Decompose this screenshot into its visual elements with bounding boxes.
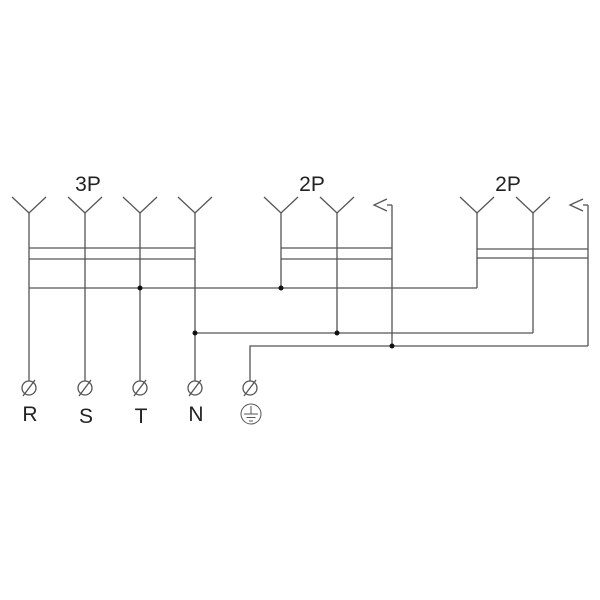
junction-dot [334, 330, 340, 336]
terminal-label-r: R [22, 403, 37, 426]
terminal-label-n: N [188, 403, 203, 426]
breaker-label-3p: 3P [75, 173, 101, 196]
junction-dots [137, 285, 395, 349]
junction-dot [137, 285, 143, 291]
terminal-icon [132, 379, 148, 397]
terminal-icon [187, 379, 203, 397]
terminal-icon [242, 379, 258, 397]
junction-dot [278, 285, 284, 291]
terminals [21, 379, 258, 397]
socket-icon [11, 196, 47, 214]
arrow-icon [568, 198, 584, 212]
socket-icon [177, 196, 213, 214]
earth-icon [240, 403, 262, 425]
breaker-label-2p-2: 2P [495, 173, 521, 196]
socket-symbols [11, 196, 584, 214]
socket-icon [67, 196, 103, 214]
terminal-icon [77, 379, 93, 397]
breaker-label-2p-1: 2P [299, 173, 325, 196]
socket-icon [122, 196, 158, 214]
socket-icon [263, 196, 299, 214]
socket-icon [515, 196, 551, 214]
terminal-icon [21, 379, 37, 397]
terminal-label-s: S [79, 405, 93, 428]
socket-icon [319, 196, 355, 214]
junction-dot [192, 330, 198, 336]
wires [28, 204, 589, 381]
terminal-label-t: T [135, 405, 148, 428]
arrow-icon [372, 198, 388, 212]
junction-dot [389, 343, 395, 349]
socket-icon [459, 196, 495, 214]
